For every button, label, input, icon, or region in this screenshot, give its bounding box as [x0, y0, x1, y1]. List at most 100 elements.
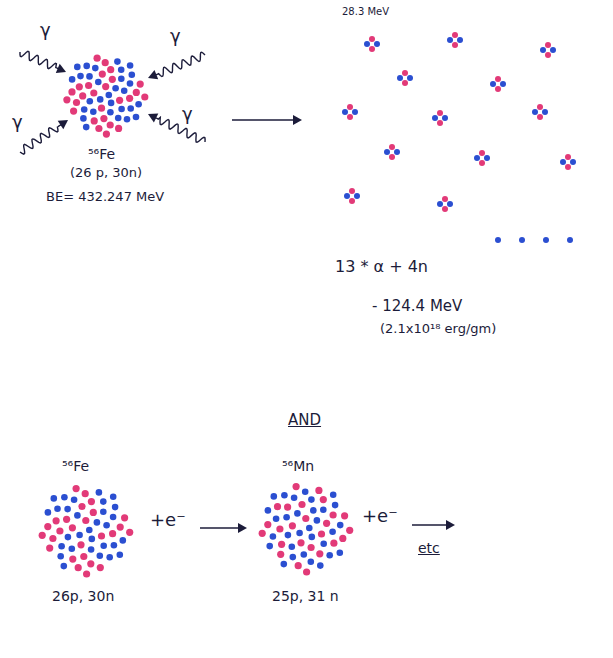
neutron-dot — [86, 527, 93, 534]
neutron-dot — [320, 507, 327, 514]
neutron-dot — [437, 201, 443, 207]
neutron-dot — [107, 109, 114, 116]
neutron-dot — [281, 561, 288, 568]
neutron-dot — [484, 155, 490, 161]
proton-dot — [274, 503, 281, 510]
arrow-head — [148, 114, 158, 123]
neutron-dot — [115, 115, 122, 122]
neutron-dot — [92, 65, 99, 72]
neutron-dot — [61, 494, 68, 501]
neutron-dot — [442, 115, 448, 121]
neutron-dot — [80, 115, 87, 122]
proton-dot — [90, 89, 97, 96]
neutron-dot — [495, 237, 501, 243]
neutron-dot — [133, 114, 140, 121]
proton-dot — [99, 71, 106, 78]
neutron-dot — [320, 540, 327, 547]
proton-dot — [90, 509, 97, 516]
neutron-dot — [374, 41, 380, 47]
neutron-dot — [306, 525, 313, 532]
proton-dot — [259, 530, 266, 537]
neutron-dot — [127, 62, 134, 69]
neutron-dot — [112, 85, 119, 92]
proton-dot — [452, 42, 458, 48]
proton-dot — [545, 42, 551, 48]
note-label: γ — [40, 20, 51, 41]
proton-dot — [83, 570, 90, 577]
neutron-dot — [567, 237, 573, 243]
proton-dot — [341, 512, 348, 519]
neutron-dot — [51, 495, 58, 502]
neutron-dot — [114, 58, 121, 65]
neutron-dot — [100, 498, 107, 505]
gamma-ray — [20, 51, 60, 69]
neutron-dot — [83, 124, 90, 131]
proton-dot — [82, 490, 89, 497]
proton-dot — [346, 527, 353, 534]
proton-dot — [495, 86, 501, 92]
neutron-dot — [124, 116, 131, 123]
neutron-dot — [110, 514, 117, 521]
neutron-dot — [270, 533, 277, 540]
proton-dot — [94, 55, 101, 62]
proton-dot — [116, 97, 123, 104]
neutron-dot — [120, 537, 127, 544]
neutron-dot — [88, 546, 95, 553]
proton-dot — [302, 515, 309, 522]
neutron-dot — [118, 76, 125, 83]
proton-dot — [452, 32, 458, 38]
proton-dot — [495, 76, 501, 82]
proton-dot — [109, 76, 116, 83]
neutron-dot — [64, 506, 71, 513]
neutron-dot — [364, 41, 370, 47]
neutron-dot — [542, 109, 548, 115]
note-label: - 124.4 MeV — [372, 298, 462, 315]
neutron-dot — [71, 497, 78, 504]
arrow-head — [446, 520, 455, 530]
proton-dot — [69, 556, 76, 563]
neutron-dot — [58, 543, 65, 550]
proton-dot — [77, 541, 84, 548]
neutron-dot — [111, 542, 118, 549]
neutron-dot — [106, 92, 113, 99]
neutron-dot — [265, 507, 272, 514]
proton-dot — [276, 525, 283, 532]
neutron-dot — [447, 201, 453, 207]
proton-dot — [537, 114, 543, 120]
neutron-dot — [69, 545, 76, 552]
proton-dot — [277, 551, 284, 558]
neutron-dot — [352, 109, 358, 115]
neutron-dot — [291, 495, 298, 502]
arrow-head — [238, 523, 247, 533]
neutron-dot — [407, 75, 413, 81]
note-label: 26p, 30n — [52, 588, 114, 604]
note-label: AND — [288, 412, 321, 429]
neutron-dot — [117, 551, 124, 558]
neutron-dot — [103, 522, 110, 529]
neutron-dot — [326, 552, 333, 559]
proton-dot — [63, 516, 70, 523]
arrow-head — [56, 64, 66, 73]
proton-dot — [369, 36, 375, 42]
neutron-dot — [135, 101, 142, 108]
neutron-dot — [490, 81, 496, 87]
neutron-dot — [83, 63, 90, 70]
proton-dot — [330, 540, 337, 547]
proton-dot — [347, 104, 353, 110]
note-label: etc — [418, 540, 440, 556]
neutron-dot — [384, 149, 390, 155]
neutron-dot — [394, 149, 400, 155]
neutron-dot — [90, 108, 97, 115]
neutron-dot — [65, 534, 72, 541]
proton-dot — [389, 144, 395, 150]
proton-dot — [565, 154, 571, 160]
note-label: γ — [182, 104, 193, 125]
neutron-dot — [97, 553, 104, 560]
proton-dot — [308, 544, 315, 551]
proton-dot — [389, 154, 395, 160]
proton-dot — [102, 59, 109, 66]
neutron-dot — [81, 106, 88, 113]
proton-dot — [137, 81, 144, 88]
neutron-dot — [45, 509, 52, 516]
proton-dot — [98, 105, 105, 112]
